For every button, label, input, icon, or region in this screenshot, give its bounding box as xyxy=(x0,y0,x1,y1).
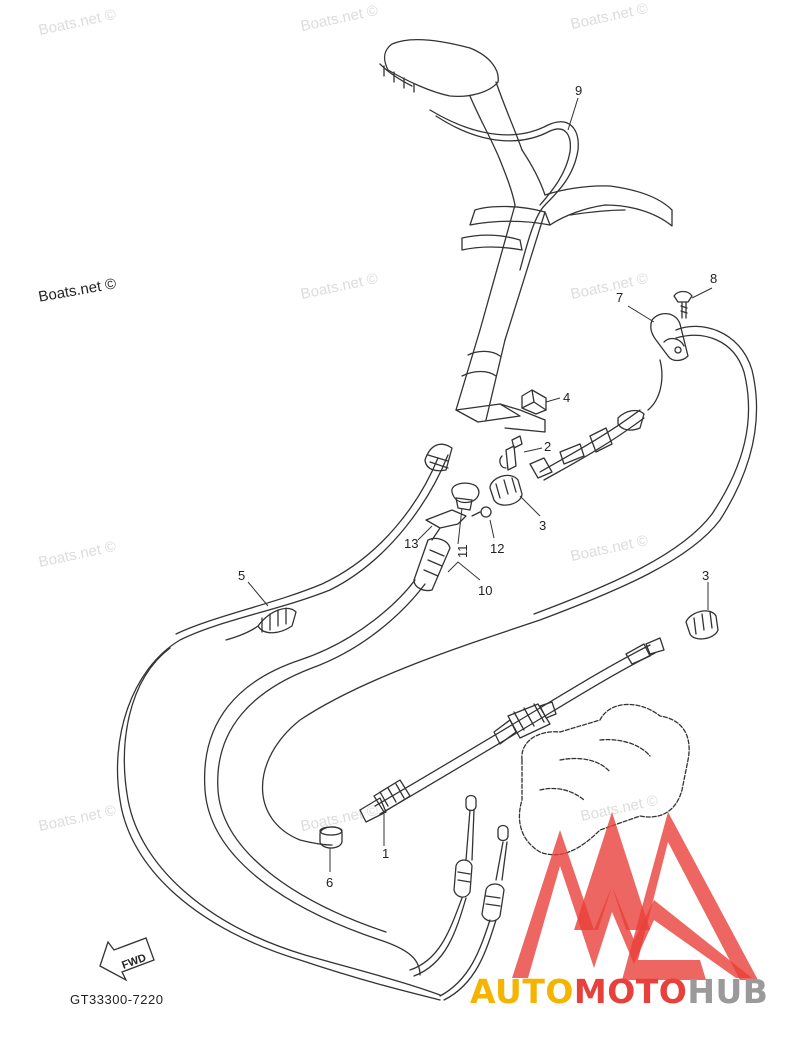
callout-5: 5 xyxy=(238,568,245,583)
engine-unit xyxy=(518,703,690,856)
callout-9: 9 xyxy=(575,83,582,98)
clip-7 xyxy=(650,313,689,362)
brand-wordmark: AUTOMOTOHUB xyxy=(470,972,768,1011)
fwd-arrow-icon: FWD xyxy=(99,937,155,982)
lower-control-cable xyxy=(359,637,665,823)
callout-12: 12 xyxy=(490,541,504,556)
upper-control-cable xyxy=(529,409,645,481)
callout-8: 8 xyxy=(710,271,717,286)
callout-11: 11 xyxy=(455,545,470,559)
cable-10-loop xyxy=(203,537,451,976)
brand-part3: HUB xyxy=(687,972,769,1011)
cable-end-fittings xyxy=(409,794,509,1001)
knob-11 xyxy=(451,482,480,511)
handlebar-grip xyxy=(379,38,499,98)
callout-10: 10 xyxy=(478,583,492,598)
screw-8 xyxy=(673,290,693,319)
joint-2 xyxy=(499,435,523,471)
steering-column xyxy=(455,81,673,433)
bracket-13 xyxy=(425,509,467,541)
callout-1: 1 xyxy=(382,846,389,861)
leader-lines xyxy=(247,97,713,872)
callout-7: 7 xyxy=(616,290,623,305)
callouts: 1 2 3 3 4 5 6 7 8 9 10 11 12 13 xyxy=(238,83,717,890)
cable-7-loop xyxy=(261,325,758,846)
part-code: GT33300-7220 xyxy=(70,992,164,1007)
bushing-6 xyxy=(319,826,343,849)
nut-4 xyxy=(521,389,547,415)
callout-6: 6 xyxy=(326,875,333,890)
grommet-3 xyxy=(489,474,523,506)
fwd-label: FWD xyxy=(120,952,148,972)
cable-5-loop xyxy=(116,443,453,1001)
brand-part1: AUTO xyxy=(470,972,574,1011)
automotohub-logo-icon xyxy=(512,812,758,980)
brand-part2: MOTO xyxy=(573,972,688,1011)
callout-13: 13 xyxy=(404,536,418,551)
callout-3-upper: 3 xyxy=(539,518,546,533)
callout-4: 4 xyxy=(563,390,570,405)
callout-3-lower: 3 xyxy=(702,568,709,583)
grommet-3-lower xyxy=(685,610,719,640)
bolt-12 xyxy=(471,506,492,518)
callout-2: 2 xyxy=(544,439,551,454)
cable-9-loop xyxy=(429,109,579,271)
